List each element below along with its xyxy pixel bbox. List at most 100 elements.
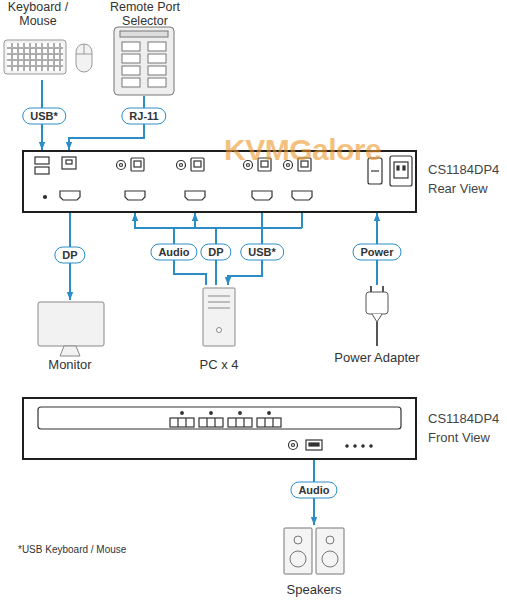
remote-selector-icon bbox=[122, 66, 140, 75]
remote-selector-icon bbox=[148, 78, 166, 87]
device-label: Remote Port Selector bbox=[100, 0, 190, 28]
device-icon: Speakers bbox=[269, 525, 359, 597]
rear-panel bbox=[62, 157, 76, 169]
front-panel bbox=[206, 418, 207, 427]
power-adapter-icon bbox=[370, 286, 372, 292]
rear-panel bbox=[371, 170, 379, 171]
speaker-icon bbox=[290, 551, 306, 567]
front-panel bbox=[177, 418, 178, 427]
pc-tower-icon bbox=[208, 302, 230, 303]
remote-selector-icon bbox=[148, 54, 166, 63]
front-panel bbox=[370, 445, 372, 447]
front-panel bbox=[346, 445, 348, 447]
front-panel bbox=[272, 418, 273, 427]
monitor-icon bbox=[60, 346, 80, 356]
device-label: Power Adapter bbox=[327, 350, 427, 365]
mouse-icon bbox=[84, 44, 85, 54]
power-adapter-icon bbox=[376, 322, 378, 346]
pc-tower-icon bbox=[208, 308, 230, 309]
connection-label: USB* bbox=[240, 244, 284, 261]
front-panel bbox=[239, 412, 242, 415]
connection-label: Power bbox=[352, 244, 401, 261]
rear-panel bbox=[131, 158, 144, 171]
port-bracket bbox=[135, 213, 302, 228]
front-panel bbox=[306, 440, 322, 450]
power-adapter-icon bbox=[366, 292, 388, 314]
connection-label: Audio bbox=[150, 244, 197, 261]
remote-selector-icon bbox=[114, 27, 174, 95]
remote-selector-icon bbox=[122, 42, 140, 51]
footnote: *USB Keyboard / Mouse bbox=[18, 544, 126, 556]
power-adapter-icon bbox=[372, 314, 382, 322]
rear-panel bbox=[35, 157, 49, 164]
remote-selector-icon bbox=[148, 42, 166, 51]
rear-panel bbox=[117, 161, 126, 170]
rear-panel bbox=[35, 167, 49, 174]
device-icon: Monitor bbox=[33, 300, 107, 372]
rear-panel bbox=[185, 191, 205, 200]
front-panel bbox=[235, 418, 236, 427]
rear-panel bbox=[177, 161, 186, 170]
device-label: Keyboard / Mouse bbox=[2, 0, 74, 28]
keyboard-icon bbox=[7, 43, 63, 71]
front-panel bbox=[292, 444, 295, 447]
keyboard-icon bbox=[4, 40, 66, 74]
rear-panel bbox=[394, 162, 408, 178]
rear-panel bbox=[60, 191, 80, 200]
front-panel bbox=[362, 445, 364, 447]
keyboard-icon bbox=[4, 40, 66, 74]
front-panel bbox=[38, 407, 401, 429]
front-panel bbox=[228, 418, 252, 427]
port-bracket bbox=[301, 213, 303, 228]
speaker-icon bbox=[322, 551, 338, 567]
kvm-front-panel: CS1184DP4 Front View bbox=[22, 397, 417, 460]
power-adapter-icon bbox=[382, 286, 384, 292]
pc-tower-icon bbox=[203, 288, 235, 346]
remote-selector-icon bbox=[114, 27, 174, 95]
power-adapter-icon bbox=[366, 286, 388, 346]
pc-tower-icon bbox=[203, 288, 235, 346]
device-label: Monitor bbox=[33, 357, 107, 372]
front-panel bbox=[289, 441, 298, 450]
rear-panel bbox=[252, 191, 272, 200]
connection-label: DP bbox=[54, 247, 85, 264]
rear-panel bbox=[66, 160, 72, 164]
front-panel bbox=[243, 418, 244, 427]
front-panel bbox=[22, 397, 417, 460]
front-panel bbox=[210, 412, 213, 415]
front-panel bbox=[257, 418, 281, 427]
rear-panel bbox=[397, 166, 399, 170]
pc-tower-icon bbox=[208, 296, 230, 297]
device-icon: Power Adapter bbox=[327, 285, 427, 365]
speaker-icon bbox=[326, 536, 334, 544]
monitor-icon bbox=[38, 302, 104, 346]
pc-tower-icon bbox=[217, 328, 222, 333]
front-panel bbox=[268, 412, 271, 415]
device-label: PC x 4 bbox=[185, 357, 253, 372]
rear-panel bbox=[125, 191, 145, 200]
rear-panel bbox=[390, 156, 412, 186]
device-icon: PC x 4 bbox=[185, 285, 253, 372]
remote-selector-icon bbox=[122, 54, 140, 63]
rear-panel bbox=[180, 164, 183, 167]
front-panel bbox=[264, 418, 265, 427]
speaker-icon bbox=[294, 536, 302, 544]
speaker-icon bbox=[284, 528, 344, 574]
connection-label: USB* bbox=[22, 108, 66, 125]
rear-panel bbox=[44, 196, 47, 199]
mouse-icon bbox=[76, 44, 92, 72]
speaker-icon bbox=[316, 528, 344, 574]
front-panel bbox=[214, 418, 215, 427]
remote-selector-icon bbox=[148, 66, 166, 75]
rear-panel bbox=[194, 161, 201, 167]
rear-panel bbox=[292, 191, 312, 200]
monitor-icon bbox=[38, 302, 104, 356]
front-panel bbox=[181, 412, 184, 415]
mouse-icon bbox=[76, 54, 92, 55]
speaker-icon bbox=[284, 528, 312, 574]
rear-panel bbox=[403, 166, 405, 170]
device-icon: Keyboard / Mouse bbox=[2, 0, 96, 80]
